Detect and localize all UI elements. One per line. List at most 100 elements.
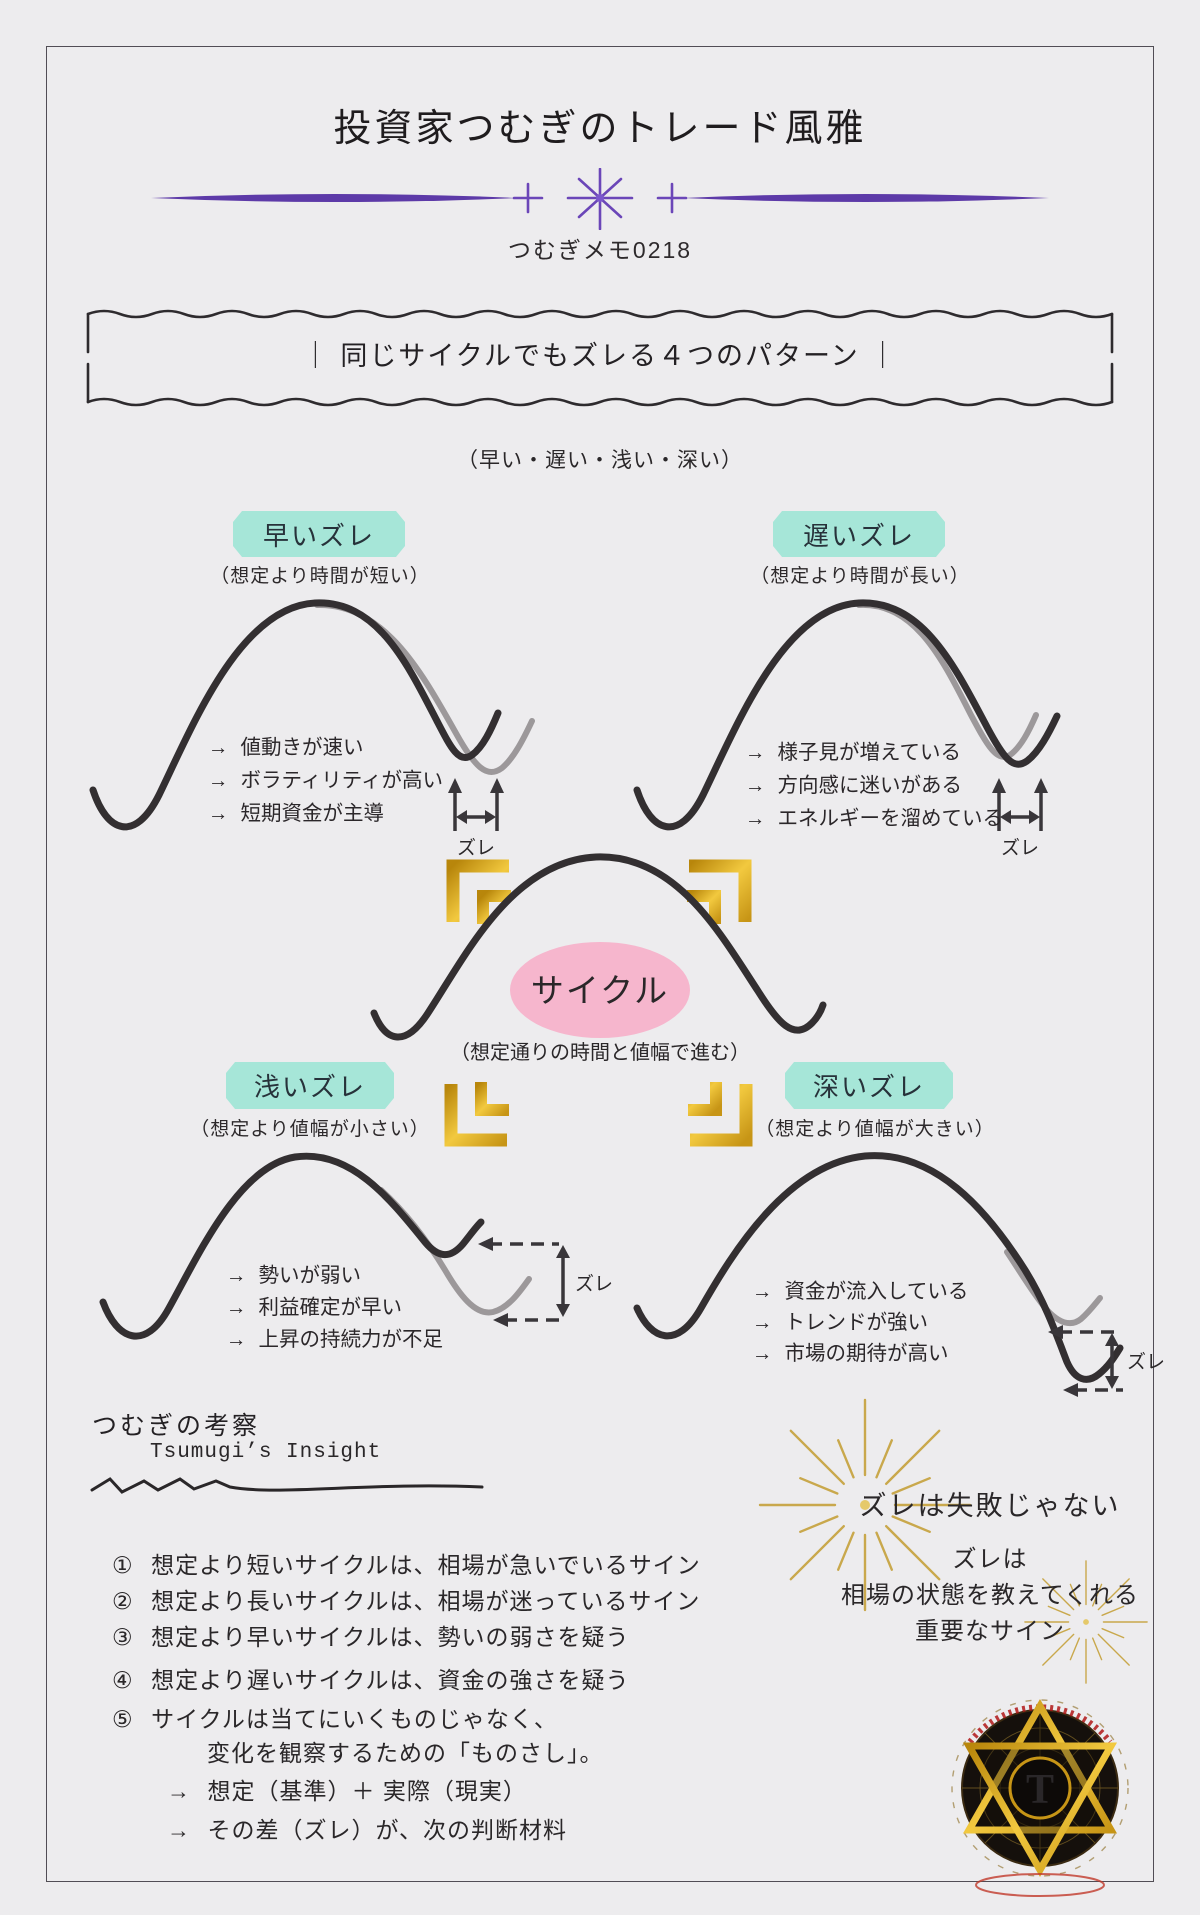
list-item: → エネルギーを溜めている (745, 802, 1003, 835)
list-item: → 方向感に迷いがある (745, 769, 1003, 802)
insight-item-5-continuation: 変化を観察するための「ものさし」。 (207, 1740, 604, 1766)
point-text: エネルギーを溜めている (777, 807, 1004, 830)
point-text: ボラティリティが高い (240, 769, 444, 792)
item-number: ④ (112, 1667, 133, 1693)
gold-corner-top-right-icon (687, 859, 752, 924)
section-subtitle: （早い・遅い・浅い・深い） (457, 449, 743, 472)
chart-shallow-zure: ズレ (99, 1152, 613, 1340)
zure-label-slow: ズレ (1001, 837, 1039, 859)
list-item: → 資金が流入している (752, 1276, 968, 1307)
logo-letter: T (1026, 1767, 1054, 1813)
badge-deep-label: 深いズレ (812, 1072, 925, 1102)
logo-emblem: T (951, 1698, 1129, 1897)
cycle-note: （想定通りの時間と値幅で進む） (450, 1042, 750, 1064)
gold-corner-top-left-icon (446, 859, 511, 924)
badge-fast-label: 早いズレ (262, 520, 375, 551)
page-title: 投資家つむぎのトレード風雅 (333, 108, 867, 150)
list-item: →様子見が増えている (745, 736, 1003, 769)
list-item: → 短期資金が主導 (208, 797, 443, 830)
item-text: 想定より遅いサイクルは、資金の強さを疑う (151, 1667, 630, 1693)
highlight-message: ズレは 相場の状態を教えてくれる 重要なサイン (790, 1542, 1190, 1650)
arrow-icon: → (226, 1264, 247, 1287)
badge-shallow-label: 浅いズレ (253, 1072, 366, 1102)
highlight-line: ズレは (952, 1546, 1028, 1573)
arrow-icon: → (226, 1328, 247, 1351)
sparkle-divider-icon (151, 168, 1049, 230)
arrow-icon: → (745, 741, 766, 764)
arrow-icon: → (208, 736, 229, 759)
badge-fast-zure: 早いズレ (233, 511, 405, 557)
point-text: 上昇の持続力が不足 (258, 1328, 444, 1351)
item-text: サイクルは当てにいくものじゃなく、 (151, 1706, 558, 1732)
logo-arc-text (967, 1704, 1113, 1744)
chart-fast-zure: ズレ (89, 599, 535, 859)
list-item: → 利益確定が早い (226, 1292, 443, 1324)
chart-center-cycle: サイクル (370, 853, 827, 1041)
zure-label-deep: ズレ (1127, 1351, 1165, 1373)
arrow-icon: → (208, 769, 229, 792)
badge-deep-zure: 深いズレ (785, 1062, 953, 1109)
item-number: ③ (112, 1624, 133, 1650)
arrow-icon: → (167, 1778, 191, 1804)
badge-slow-note: （想定より時間が長い） (750, 566, 970, 587)
insight-item-1: ① 想定より短いサイクルは、相場が急いでいるサイン (112, 1546, 701, 1580)
point-text: 短期資金が主導 (240, 802, 385, 825)
highlight-line: 重要なサイン (915, 1618, 1065, 1645)
page-frame (46, 46, 1154, 1882)
insight-item-2: ② 想定より長いサイクルは、相場が迷っているサイン (112, 1582, 700, 1616)
list-item: → トレンドが強い (752, 1307, 968, 1338)
badge-shallow-note: （想定より値幅が小さい） (190, 1119, 430, 1140)
cycle-ellipse (510, 942, 690, 1038)
point-text: 方向感に迷いがある (777, 774, 963, 797)
gold-corner-bottom-left-icon (444, 1082, 509, 1147)
list-item: → 市場の期待が高い (752, 1338, 968, 1369)
insight-item-4: ④ 想定より遅いサイクルは、資金の強さを疑う (112, 1661, 629, 1695)
list-item: → 上昇の持続力が不足 (226, 1324, 443, 1356)
section-title: ｜ 同じサイクルでもズレる４つのパターン ｜ (301, 341, 899, 371)
arrow-icon: → (226, 1296, 247, 1319)
chart-slow-zure: ズレ (633, 599, 1061, 859)
list-item: → ボラティリティが高い (208, 764, 443, 797)
insight-arrow-line-1: → 想定（基準）＋ 実際（現実） (167, 1772, 527, 1806)
insight-heading-jp: つむぎの考察 (92, 1412, 261, 1440)
insight-item-5: ⑤ サイクルは当てにいくものじゃなく、 (112, 1700, 558, 1734)
chart-deep-zure: ズレ (633, 1152, 1165, 1397)
item-number: ② (112, 1588, 133, 1614)
fast-points-list: → 値動きが速い → ボラティリティが高い → 短期資金が主導 (208, 731, 443, 830)
item-text: 想定より長いサイクルは、相場が迷っているサイン (151, 1588, 701, 1614)
badge-slow-zure: 遅いズレ (773, 511, 945, 557)
badge-shallow-zure: 浅いズレ (226, 1062, 394, 1109)
zure-label-shallow: ズレ (575, 1273, 613, 1295)
item-text: 想定より早いサイクルは、勢いの弱さを疑う (151, 1624, 630, 1650)
item-text: 想定より短いサイクルは、相場が急いでいるサイン (151, 1552, 701, 1578)
arrow-icon: → (745, 807, 766, 830)
slow-points-list: →様子見が増えている → 方向感に迷いがある → エネルギーを溜めている (745, 736, 1003, 835)
highlight-title: ズレは失敗じゃない (859, 1491, 1121, 1521)
insight-item-3: ③ 想定より早いサイクルは、勢いの弱さを疑う (112, 1618, 629, 1652)
point-text: 資金が流入している (784, 1280, 969, 1303)
badge-slow-label: 遅いズレ (802, 520, 915, 551)
arrow-icon: → (752, 1280, 773, 1303)
insight-arrow-line-2: → その差（ズレ）が、次の判断材料 (167, 1811, 567, 1845)
point-text: 市場の期待が高い (784, 1342, 949, 1365)
arrow-icon: → (752, 1311, 773, 1334)
point-text: 値動きが速い (240, 736, 364, 759)
point-text: 勢いが弱い (258, 1264, 362, 1287)
list-item: → 値動きが速い (208, 731, 443, 764)
gold-corner-bottom-right-icon (688, 1082, 753, 1147)
list-item: → 勢いが弱い (226, 1260, 443, 1292)
arrow-icon: → (752, 1342, 773, 1365)
deep-points-list: → 資金が流入している → トレンドが強い → 市場の期待が高い (752, 1276, 968, 1369)
item-text: その差（ズレ）が、次の判断材料 (207, 1817, 567, 1843)
shallow-points-list: → 勢いが弱い → 利益確定が早い → 上昇の持続力が不足 (226, 1260, 443, 1356)
arrow-icon: → (745, 774, 766, 797)
point-text: トレンドが強い (784, 1311, 929, 1334)
arrow-icon: → (208, 802, 229, 825)
item-number: ⑤ (112, 1706, 133, 1732)
memo-label: つむぎメモ0218 (507, 237, 693, 263)
insight-heading-en: Tsumugi’s Insight (150, 1441, 382, 1464)
highlight-line: 相場の状態を教えてくれる (840, 1582, 1140, 1609)
point-text: 利益確定が早い (258, 1296, 403, 1319)
wavy-box-border (86, 309, 1114, 407)
